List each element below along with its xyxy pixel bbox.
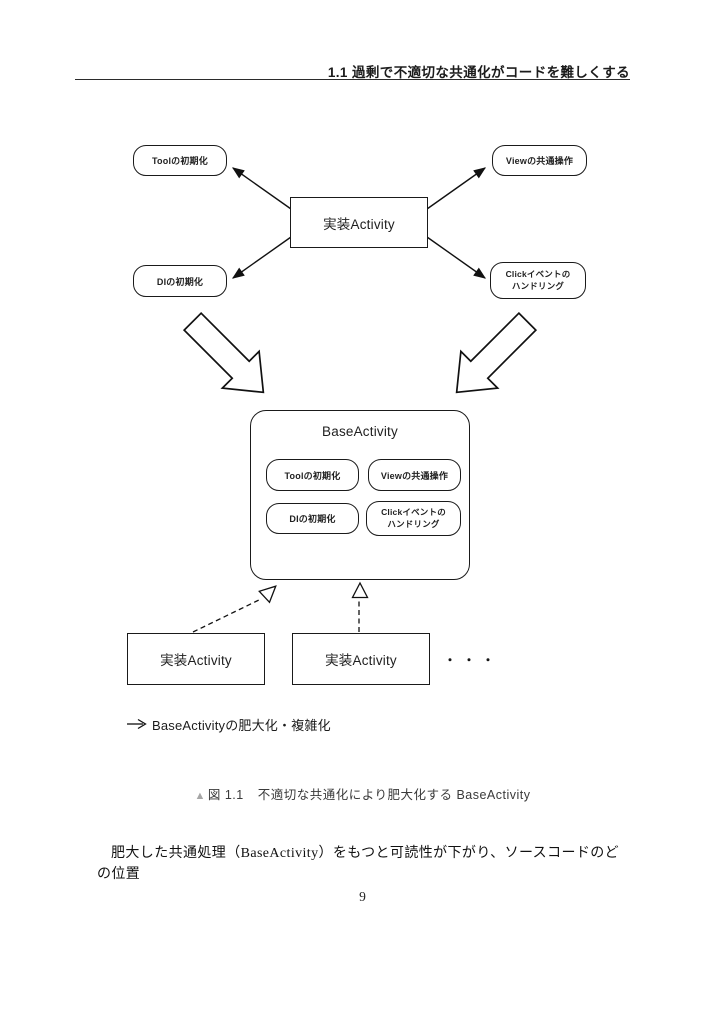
dashed-link-left bbox=[192, 598, 262, 633]
base-node-tool-init: Toolの初期化 bbox=[266, 459, 359, 491]
page-number: 9 bbox=[359, 889, 366, 904]
base-node-click-handling: Clickイベントの ハンドリング bbox=[366, 501, 461, 536]
base-node-view-ops: Viewの共通操作 bbox=[368, 459, 461, 491]
figure-caption: ▲図 1.1 不適切な共通化により肥大化する BaseActivity bbox=[0, 784, 725, 803]
base-node-di-init: DIの初期化 bbox=[266, 503, 359, 534]
legend-text: BaseActivityの肥大化・複雑化 bbox=[152, 718, 331, 733]
caption-triangle-icon: ▲ bbox=[194, 790, 206, 802]
node-view-ops: Viewの共通操作 bbox=[492, 145, 587, 176]
base-node-click-handling-line2: ハンドリング bbox=[387, 518, 440, 529]
node-di-init: DIの初期化 bbox=[133, 265, 227, 297]
node-click-handling: Clickイベントの ハンドリング bbox=[490, 262, 586, 299]
base-activity-container: BaseActivity Toolの初期化 Viewの共通操作 DIの初期化 C… bbox=[250, 410, 470, 580]
arrow-to-view-ops bbox=[426, 167, 487, 210]
arrow-to-tool-init bbox=[231, 167, 292, 210]
node-click-handling-line1: Clickイベントの bbox=[505, 269, 571, 280]
legend-arrow-icon bbox=[127, 718, 147, 730]
body-paragraph: 肥大した共通処理（BaseActivity）をもつと可読性が下がり、ソースコード… bbox=[97, 846, 620, 882]
big-arrow-right-icon bbox=[455, 311, 538, 394]
base-node-click-handling-line1: Clickイベントの bbox=[381, 507, 446, 518]
base-activity-title: BaseActivity bbox=[322, 424, 398, 439]
inheritance-triangle-right-icon bbox=[351, 581, 369, 599]
node-impl-activity-center: 実装Activity bbox=[290, 197, 428, 248]
inheritance-links bbox=[192, 581, 369, 633]
node-impl-activity-right: 実装Activity bbox=[292, 633, 430, 685]
caption-figure-label: 図 1.1 bbox=[207, 788, 244, 802]
caption-text: 不適切な共通化により肥大化する BaseActivity bbox=[257, 788, 531, 802]
section-header: 1.1 過剰で不適切な共通化がコードを難しくする bbox=[327, 65, 630, 80]
node-click-handling-line2: ハンドリング bbox=[511, 280, 565, 291]
big-arrow-left-icon bbox=[182, 311, 265, 394]
big-arrows bbox=[182, 311, 538, 394]
inheritance-triangle-left-icon bbox=[258, 585, 277, 604]
node-impl-activity-left: 実装Activity bbox=[127, 633, 265, 685]
arrow-to-click-handling bbox=[426, 236, 487, 279]
arrow-to-di-init bbox=[231, 236, 292, 279]
ellipsis-dots: ・・・ bbox=[444, 653, 502, 667]
header-rule bbox=[75, 79, 630, 80]
node-tool-init: Toolの初期化 bbox=[133, 145, 227, 176]
